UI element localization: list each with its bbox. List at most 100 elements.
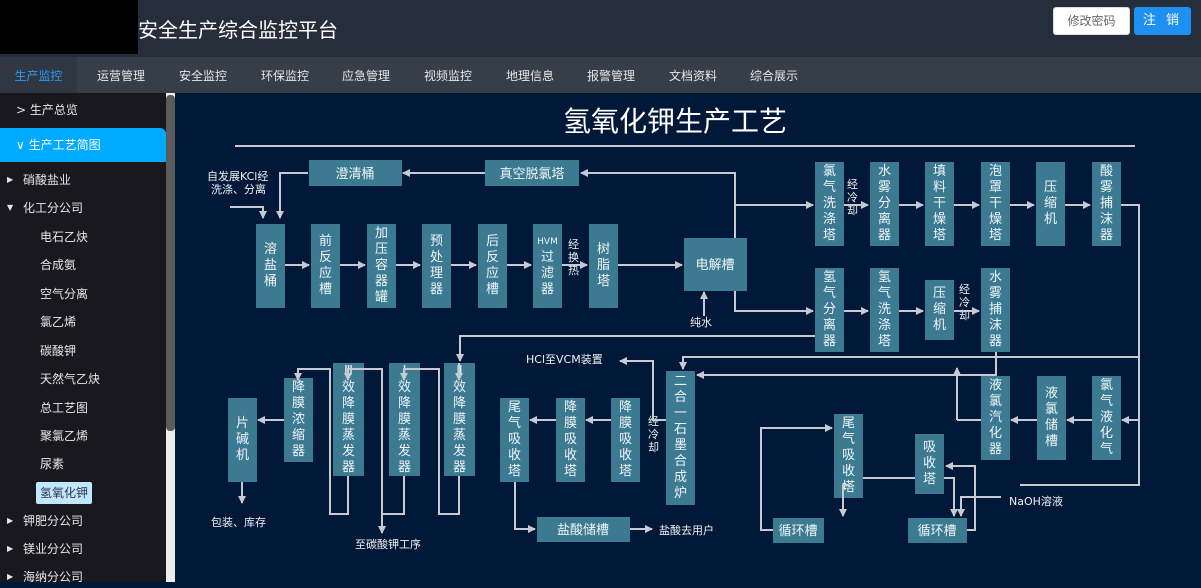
nav-tab-operations[interactable]: 运营管理 (97, 69, 146, 83)
tree-item[interactable]: 总工艺图 (40, 401, 89, 415)
box-film-absorber-2[interactable]: 降膜吸收塔 (611, 398, 640, 482)
box-film-absorber-1[interactable]: 降膜吸收塔 (556, 398, 585, 482)
box-label: 效降膜蒸发器 (397, 379, 411, 475)
nav-tab-dashboard[interactable]: 综合展示 (750, 69, 799, 83)
box-label: 降膜吸收塔 (563, 400, 577, 479)
caret-right-icon: ▶ (7, 572, 14, 581)
box-flaker[interactable]: 片碱机 (228, 398, 257, 482)
change-password-button[interactable]: 修改密码 (1053, 7, 1130, 35)
nav-tab-environment[interactable]: 环保监控 (261, 69, 310, 83)
sidebar: > 生产总览 ∨ 生产工艺简图 ▶ 硝酸盐业 ▼ 化工分公司 电石乙炔 合成氨 … (0, 93, 166, 584)
box-label: 过滤器 (540, 250, 554, 297)
box-packed-dryer[interactable]: 填料干燥塔 (925, 162, 954, 246)
box-prefix: Ⅱ (456, 363, 463, 379)
tree-item[interactable]: 合成氨 (40, 258, 77, 272)
tree-item[interactable]: 天然气乙炔 (40, 372, 101, 386)
box-water-mist-separator[interactable]: 水雾分离器 (870, 162, 899, 246)
box-prefix: Ⅲ (344, 363, 353, 379)
tree-item[interactable]: 空气分离 (40, 287, 89, 301)
box-cl-liquefier[interactable]: 氯气液化气 (1092, 376, 1121, 460)
box-label: 压缩机 (1043, 180, 1057, 227)
box-compressor-1[interactable]: 压缩机 (1036, 162, 1065, 246)
nav-tab-geo[interactable]: 地理信息 (506, 69, 555, 83)
nav-tab-video[interactable]: 视频监控 (424, 69, 473, 83)
box-dissolve[interactable]: 溶盐桶 (256, 224, 285, 308)
note-cool1: 经冷却 (847, 178, 858, 217)
box-pre-react[interactable]: 前反应槽 (311, 224, 340, 308)
top-header: 安全生产综合监控平台 修改密码 注 销 (0, 0, 1201, 57)
box-label: 尾气吸收塔 (507, 400, 521, 479)
box-label: 溶盐桶 (263, 242, 277, 289)
box-label: 液氯储槽 (1044, 386, 1058, 449)
tree-group-haina[interactable]: 海纳分公司 (23, 570, 84, 584)
box-label: 二合一石墨合成炉 (673, 374, 687, 501)
note-cool2: 经冷却 (959, 283, 970, 322)
box-label: 预处理器 (429, 234, 443, 297)
box-pressure-vessel[interactable]: 加压容器罐 (367, 224, 396, 308)
box-h2-separator[interactable]: 氢气分离器 (815, 268, 844, 352)
nav-tab-production-monitor[interactable]: 生产监控 (0, 57, 77, 93)
box-post-react[interactable]: 后反应槽 (478, 224, 507, 308)
tree-item[interactable]: 氯乙烯 (40, 315, 77, 329)
nav-tab-emergency[interactable]: 应急管理 (342, 69, 391, 83)
box-mist-catcher[interactable]: 水雾捕沫器 (981, 268, 1010, 352)
nav-tab-safety[interactable]: 安全监控 (179, 69, 228, 83)
sidebar-item-overview[interactable]: > 生产总览 (16, 103, 78, 117)
logo (0, 0, 138, 54)
main-nav: 生产监控 运营管理 安全监控 环保监控 应急管理 视频监控 地理信息 报警管理 … (0, 57, 1201, 93)
tree-item-selected[interactable]: 氢氧化钾 (36, 482, 93, 504)
nav-tab-alarm[interactable]: 报警管理 (587, 69, 636, 83)
tree-item[interactable]: 聚氯乙烯 (40, 429, 89, 443)
logout-button[interactable]: 注 销 (1134, 7, 1191, 35)
box-acid-mist-catcher[interactable]: 酸雾捕沫器 (1092, 162, 1121, 246)
box-absorption-tower[interactable]: 吸收塔 (915, 434, 944, 494)
box-label: 泡罩干燥塔 (988, 164, 1002, 243)
box-chlorine-wash[interactable]: 氯气洗涤塔 (815, 162, 844, 246)
box-film-concentrator[interactable]: 降膜浓缩器 (284, 378, 313, 462)
box-resin-tower[interactable]: 树脂塔 (589, 224, 618, 308)
box-label: 氯气液化气 (1099, 378, 1113, 457)
app-title: 安全生产综合监控平台 (138, 18, 338, 42)
box-tail-absorber[interactable]: 尾气吸收塔 (500, 398, 529, 482)
box-label: 效降膜蒸发器 (452, 379, 466, 475)
box-label: 尾气吸收塔 (841, 416, 855, 495)
tree-item[interactable]: 电石乙炔 (40, 230, 89, 244)
box-prefix: Ⅰ (402, 363, 407, 379)
box-label: 氢气洗涤塔 (877, 270, 891, 349)
box-label: 填料干燥塔 (932, 164, 946, 243)
sidebar-item-process[interactable]: ∨ 生产工艺简图 (16, 138, 101, 152)
sidebar-item-process-active[interactable] (0, 128, 166, 162)
box-liquid-cl-vaporizer[interactable]: 液氯汽化器 (981, 376, 1010, 460)
box-label: 片碱机 (235, 416, 249, 463)
note-cool3: 经冷却 (648, 415, 659, 454)
box-label: 加压容器罐 (374, 226, 388, 305)
note-heat_exchange: 经换热 (568, 238, 579, 277)
box-label: 压缩机 (932, 286, 946, 333)
tree-item[interactable]: 碳酸钾 (40, 344, 77, 358)
box-liquid-cl-storage[interactable]: 液氯储槽 (1037, 376, 1066, 460)
box-graphite-furnace[interactable]: 二合一石墨合成炉 (666, 371, 695, 505)
tree-group-potash[interactable]: 钾肥分公司 (23, 514, 84, 528)
tree-group-chemical[interactable]: 化工分公司 (23, 201, 84, 215)
box-h2-wash[interactable]: 氢气洗涤塔 (870, 268, 899, 352)
box-bubble-dryer[interactable]: 泡罩干燥塔 (981, 162, 1010, 246)
box-label: 前反应槽 (318, 234, 332, 297)
box-tail-absorber-2[interactable]: 尾气吸收塔 (834, 414, 863, 498)
box-label: 树脂塔 (596, 242, 610, 289)
tree-group-nitrate[interactable]: 硝酸盐业 (23, 173, 72, 187)
box-compressor-2[interactable]: 压缩机 (925, 280, 954, 340)
nav-tab-documents[interactable]: 文档资料 (669, 69, 718, 83)
sidebar-scrollbar[interactable] (166, 93, 175, 582)
tree-group-magnesium[interactable]: 镁业分公司 (23, 542, 84, 556)
box-pretreat[interactable]: 预处理器 (422, 224, 451, 308)
box-label: 吸收塔 (922, 440, 936, 487)
caret-right-icon: ▶ (7, 516, 14, 525)
box-label: 氯气洗涤塔 (822, 164, 836, 243)
scrollbar-thumb[interactable] (166, 95, 175, 431)
tree-item[interactable]: 尿素 (40, 457, 65, 471)
